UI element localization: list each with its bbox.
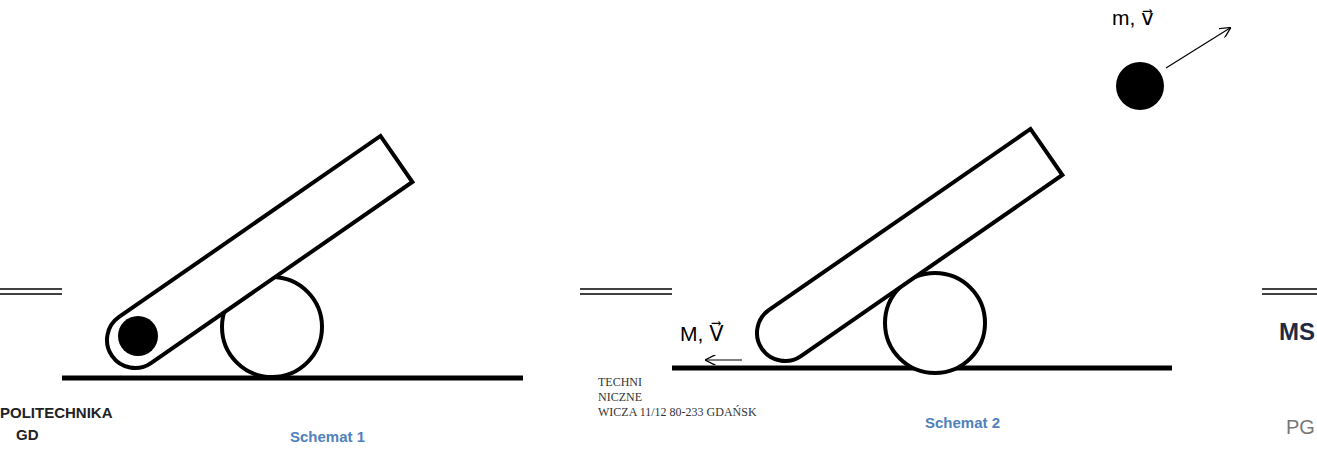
recoil-arrow [706, 359, 742, 360]
footer-logo-text: MS [1279, 318, 1315, 346]
mass-velocity-label: m, v⃗ [1112, 6, 1154, 30]
footer-logo-text: POLITECHNIKA [0, 404, 113, 421]
cannon-2 [672, 28, 1230, 373]
cannonball [1116, 62, 1164, 110]
footer-address: NICZNE [598, 391, 642, 405]
cannonball [118, 316, 158, 356]
footer-logo-text: PG [1286, 416, 1315, 439]
footer-address: TECHNI [598, 376, 642, 390]
footer-address: WICZA 11/12 80-233 GDAŃSK [598, 406, 757, 420]
ground-line [62, 376, 523, 381]
velocity-arrow [1166, 28, 1230, 68]
footer-logo-text: GD [16, 426, 39, 443]
barrel [746, 129, 1062, 372]
cannon-1 [62, 136, 523, 379]
figure-caption: Schemat 2 [925, 414, 1000, 431]
mass-velocity-label: M, V⃗ [680, 322, 724, 346]
barrel [96, 136, 412, 379]
figure-caption: Schemat 1 [290, 428, 365, 445]
